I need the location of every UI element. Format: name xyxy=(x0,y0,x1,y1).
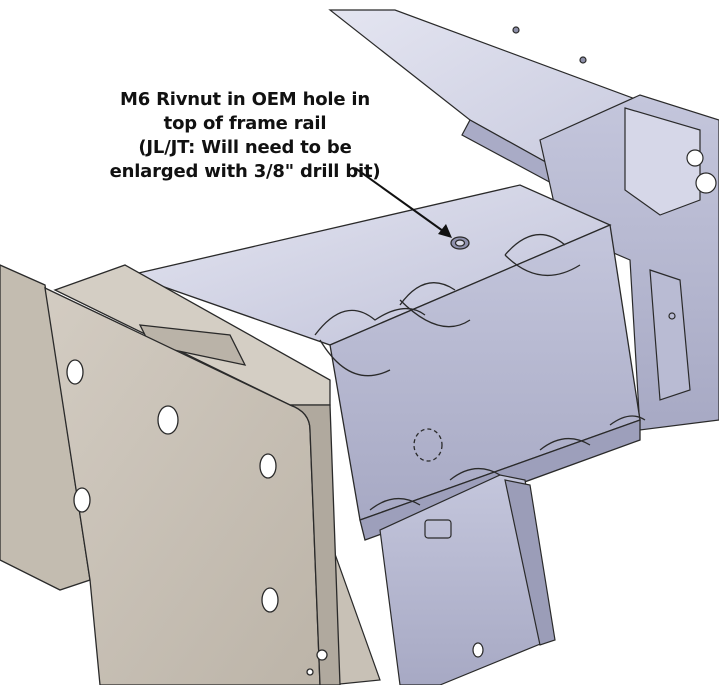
annotation-line-3: (JL/JT: Will need to be xyxy=(138,137,352,158)
plate-hole xyxy=(73,487,91,513)
plate-hole xyxy=(261,587,279,613)
plate-hole xyxy=(316,649,328,661)
plate-hole xyxy=(66,359,84,385)
annotation-line-1: M6 Rivnut in OEM hole in xyxy=(119,89,370,110)
plate-hole xyxy=(157,405,179,435)
annotation-line-2: top of frame rail xyxy=(163,113,327,134)
rivnut-annotation: M6 Rivnut in OEM hole in top of frame ra… xyxy=(95,88,395,184)
leader-arrow xyxy=(354,167,452,238)
bracket-plate xyxy=(0,264,341,685)
annotation-line-4: enlarged with 3/8" drill bit) xyxy=(109,161,381,182)
plate-hole xyxy=(259,453,277,479)
